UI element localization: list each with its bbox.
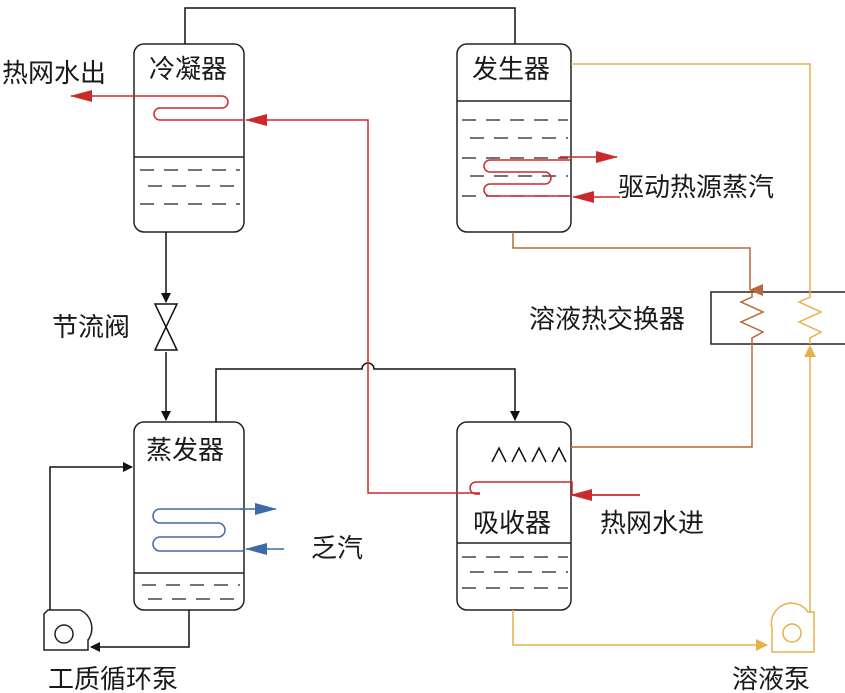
evaporator-steam-coil [152, 503, 284, 555]
throttle-valve-symbol [153, 303, 179, 351]
evaporator-to-absorber-vapor-line [215, 362, 520, 422]
working-fluid-pump-icon [43, 609, 93, 651]
refrigerant-vapor-line [184, 7, 516, 44]
exhaust-steam-label: 乏汽 [311, 534, 363, 564]
working-fluid-loop-line [90, 610, 190, 652]
absorber-coil [469, 481, 640, 501]
absorber-to-pump-line [512, 610, 768, 651]
heat-net-water-out-label: 热网水出 [2, 59, 106, 89]
absorber-label: 吸收器 [473, 509, 551, 539]
heat-net-water-in-label: 热网水进 [600, 509, 704, 539]
solution-pump-label: 溶液泵 [732, 665, 810, 693]
condenser-label: 冷凝器 [149, 55, 227, 85]
absorber-vessel [456, 421, 572, 611]
condenser-coil [70, 90, 244, 121]
throttle-valve-label: 节流阀 [52, 313, 130, 343]
generator-to-exchanger-line [512, 232, 763, 296]
working-fluid-pump-label: 工质循环泵 [48, 665, 178, 693]
solution-pump-icon [770, 602, 815, 653]
evaporator-label: 蒸发器 [146, 436, 224, 466]
generator-label: 发生器 [472, 55, 550, 85]
heat-net-transfer-line [245, 114, 480, 494]
generator-to-exchanger-yellow-line [571, 63, 811, 292]
working-fluid-return-line [49, 462, 133, 612]
solution-heat-exchanger [710, 291, 845, 345]
generator-drive-steam-coil [483, 151, 620, 203]
absorber-spray-nozzles [491, 446, 567, 463]
solution-heat-exchanger-label: 溶液热交换器 [529, 305, 685, 335]
drive-heat-steam-label: 驱动热源蒸汽 [618, 173, 774, 203]
exchanger-to-absorber-line [571, 344, 753, 448]
condenser-vessel [133, 43, 245, 233]
